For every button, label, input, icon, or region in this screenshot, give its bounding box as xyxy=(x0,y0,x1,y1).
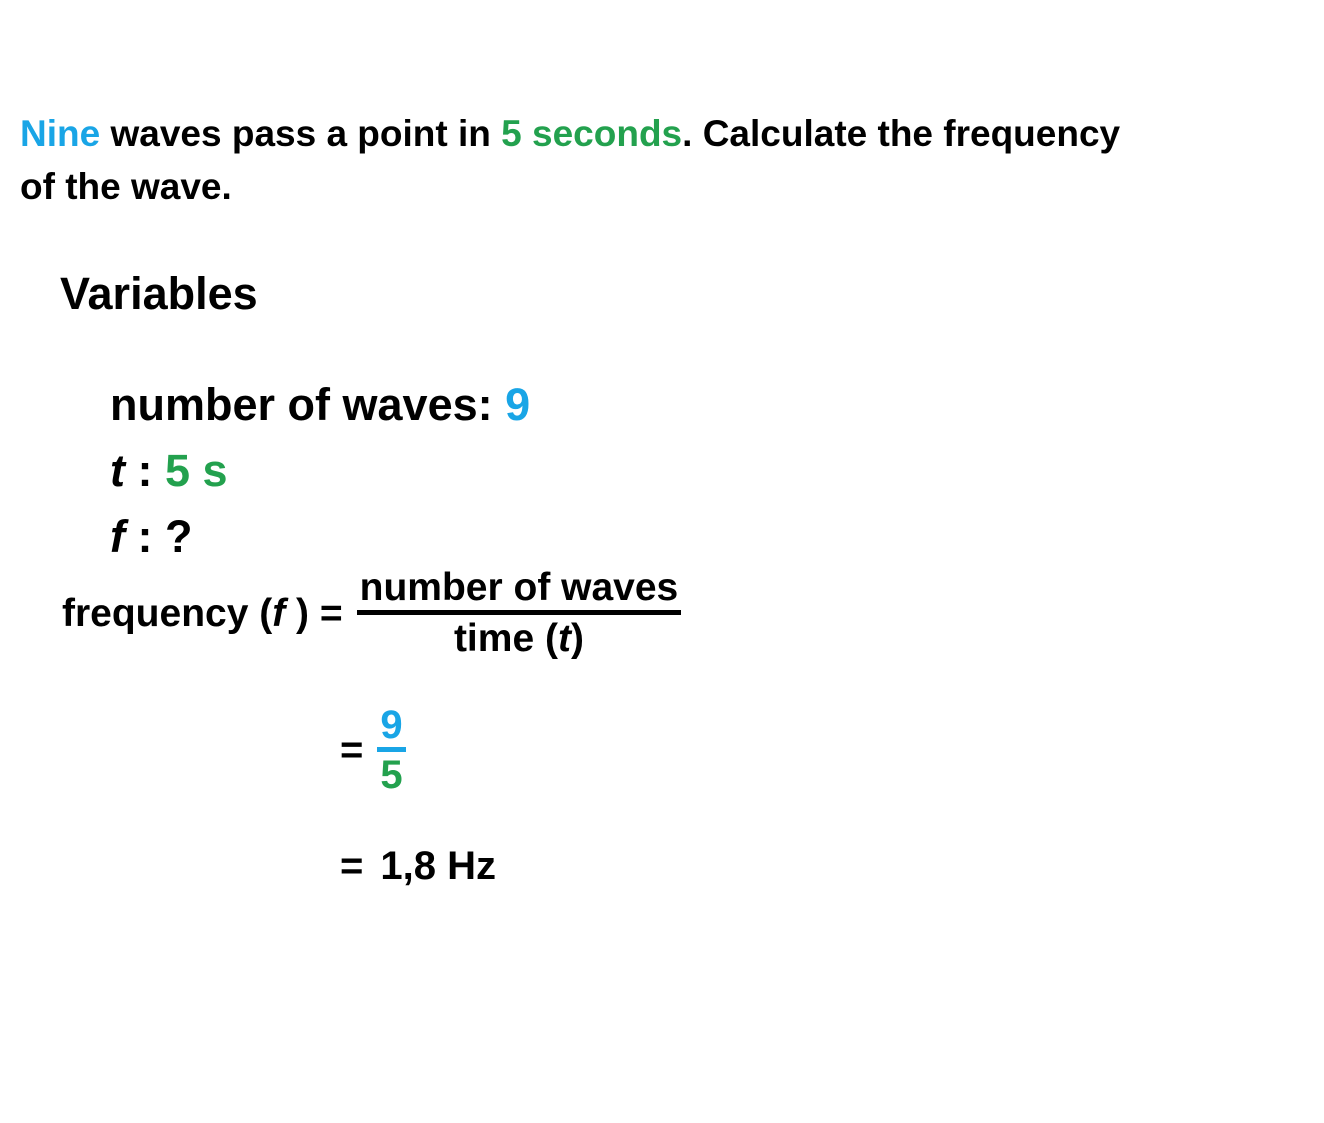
formula-fraction-numerator: number of waves xyxy=(359,566,679,609)
substitution-step: = 9 5 xyxy=(340,705,406,795)
variables-heading: Variables xyxy=(60,268,258,319)
problem-text-middle: waves pass a point in xyxy=(100,113,502,154)
formula-lhs-symbol: f xyxy=(272,591,286,635)
variable-waves-value: 9 xyxy=(505,379,531,430)
variable-frequency-value: ? xyxy=(165,511,193,562)
variable-waves-label: number of waves: xyxy=(110,379,506,430)
substitution-numerator: 9 xyxy=(380,703,403,747)
formula-fraction-bar xyxy=(356,610,682,615)
substitution-fraction: 9 5 xyxy=(377,703,406,797)
substitution-equals-sign: = xyxy=(340,728,364,772)
variable-time: t : 5 s xyxy=(60,403,228,538)
formula-fraction-denominator: time (t) xyxy=(454,619,584,658)
formula-lhs-text: frequency ( xyxy=(62,591,273,635)
variable-frequency-separator: : xyxy=(125,511,166,562)
formula-lhs: frequency (f ) = xyxy=(62,594,343,633)
result-value: 1,8 Hz xyxy=(380,844,496,888)
formula-denominator-symbol: t xyxy=(557,617,571,660)
problem-number-word: Nine xyxy=(20,113,101,154)
variable-time-value: 5 s xyxy=(165,445,228,496)
formula-lhs-close: ) = xyxy=(285,591,343,635)
result-step: = 1,8 Hz xyxy=(340,846,496,886)
problem-statement: Nine waves pass a point in 5 seconds. Ca… xyxy=(20,107,1320,213)
variable-time-symbol: t xyxy=(110,445,126,496)
variable-frequency: f : ? xyxy=(60,469,193,604)
frequency-formula: frequency (f ) = number of waves time (t… xyxy=(62,566,682,658)
substitution-fraction-bar xyxy=(377,747,406,752)
problem-time-phrase: 5 seconds xyxy=(501,113,683,154)
formula-denominator-close: ) xyxy=(570,617,584,660)
substitution-denominator: 5 xyxy=(380,753,403,797)
problem-text-rest-line1: . Calculate the frequency xyxy=(682,113,1121,154)
variable-frequency-symbol: f xyxy=(110,511,126,562)
variable-number-of-waves: number of waves: 9 xyxy=(60,337,530,472)
formula-denominator-text: time ( xyxy=(453,617,558,660)
formula-fraction: number of waves time (t) xyxy=(356,566,682,658)
variable-time-separator: : xyxy=(125,445,166,496)
problem-text-rest-line2: of the wave. xyxy=(20,166,232,207)
result-equals-sign: = xyxy=(340,844,364,888)
